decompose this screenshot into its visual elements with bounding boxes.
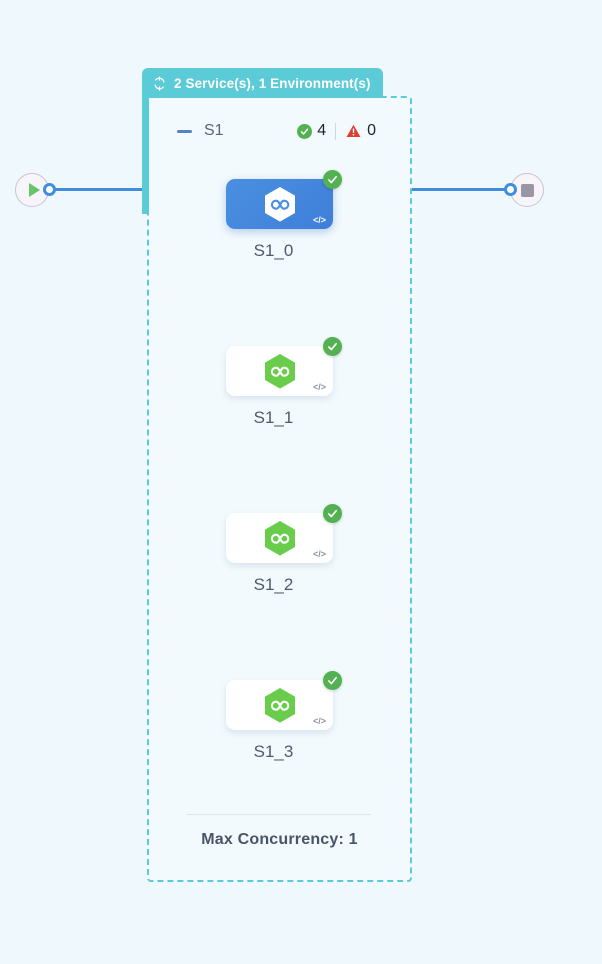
- code-icon: </>: [312, 549, 326, 559]
- node-status-badge: [323, 671, 342, 690]
- group-accent-bar: [142, 96, 149, 214]
- node-card[interactable]: </>: [226, 671, 342, 730]
- code-icon: </>: [312, 215, 326, 225]
- hexagon-infinity-icon: [264, 687, 295, 723]
- stat-divider: [335, 122, 337, 140]
- stop-icon: [520, 183, 534, 197]
- node-status-badge: [323, 170, 342, 189]
- node-card[interactable]: </>: [226, 337, 342, 396]
- check-circle-icon: [328, 509, 337, 518]
- node-label: S1_0: [253, 241, 294, 260]
- edge-group-to-end: [408, 188, 512, 191]
- minus-icon: [176, 129, 192, 133]
- edge-start-to-group: [46, 188, 150, 191]
- check-circle-icon: [328, 676, 337, 685]
- error-stat[interactable]: 0: [336, 122, 385, 140]
- check-circle-icon: [328, 175, 337, 184]
- code-icon: </>: [312, 382, 326, 392]
- footer-divider: [187, 814, 371, 815]
- node-label: S1_2: [253, 575, 294, 594]
- success-stat[interactable]: 4: [297, 122, 335, 140]
- group-header-badge[interactable]: 2 Service(s), 1 Environment(s): [142, 68, 383, 98]
- service-node-s1-3[interactable]: </> S1_3: [226, 671, 342, 762]
- start-port-dot[interactable]: [43, 183, 56, 196]
- code-icon: </>: [312, 716, 326, 726]
- hexagon-infinity-icon: [264, 353, 295, 389]
- collapse-group-button[interactable]: [175, 122, 193, 140]
- service-node-s1-2[interactable]: </> S1_2: [226, 504, 342, 595]
- warning-triangle-icon: [346, 124, 361, 137]
- service-node-s1-1[interactable]: </> S1_1: [226, 337, 342, 428]
- group-stats: 4 0: [297, 122, 385, 140]
- service-node-s1-0[interactable]: </> S1_0: [226, 170, 342, 261]
- play-icon: [28, 183, 40, 197]
- node-card[interactable]: </>: [226, 170, 342, 229]
- check-circle-icon: [328, 342, 337, 351]
- check-circle-icon: [297, 123, 313, 139]
- end-port-dot[interactable]: [504, 183, 517, 196]
- hexagon-infinity-icon: [264, 186, 295, 222]
- node-label: S1_3: [253, 742, 294, 761]
- group-name-label: S1: [204, 122, 224, 139]
- max-concurrency-label: Max Concurrency: 1: [201, 831, 358, 848]
- group-title-row: S1 4 0: [175, 118, 385, 144]
- hexagon-infinity-icon: [264, 520, 295, 556]
- node-status-badge: [323, 504, 342, 523]
- node-card[interactable]: </>: [226, 504, 342, 563]
- node-label: S1_1: [253, 408, 294, 427]
- group-header-label: 2 Service(s), 1 Environment(s): [174, 75, 371, 91]
- error-count: 0: [367, 122, 376, 139]
- node-status-badge: [323, 337, 342, 356]
- cycle-icon: [154, 75, 165, 91]
- success-count: 4: [317, 122, 327, 139]
